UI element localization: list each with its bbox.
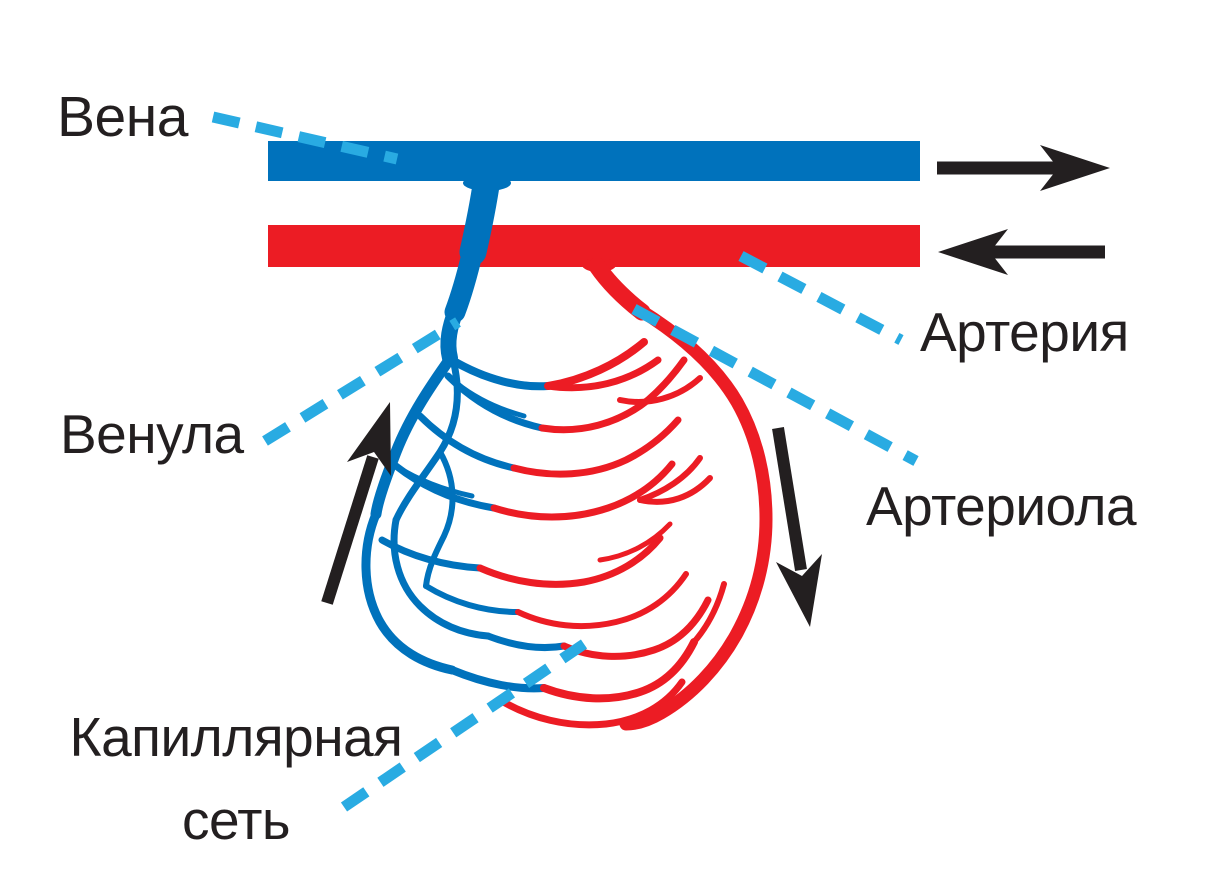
capillary-network-label-line1: Капиллярная bbox=[69, 706, 403, 768]
callout-line-venule bbox=[262, 317, 461, 446]
vein-flow-arrow-right bbox=[937, 145, 1110, 191]
arteriole-flow-arrow-down bbox=[772, 427, 822, 627]
capillary-network-arterial bbox=[476, 338, 727, 729]
capillary-network-label-line2: сеть bbox=[181, 788, 291, 851]
callout-line-artery bbox=[738, 251, 904, 345]
venule-flow-arrow-up bbox=[321, 402, 391, 605]
venule-vessel bbox=[440, 165, 511, 366]
capillary-network-label: Капиллярная сеть bbox=[40, 696, 432, 861]
capillary-network-venous bbox=[361, 350, 568, 693]
venule-label: Венула bbox=[60, 403, 244, 465]
callout-line-vein bbox=[211, 111, 399, 165]
callout-line-capillary-network bbox=[340, 639, 588, 812]
vein-vessel-bar bbox=[268, 141, 920, 181]
artery-label: Артерия bbox=[920, 301, 1129, 363]
arteriole-label: Артериола bbox=[866, 475, 1137, 537]
callout-line-arteriole bbox=[631, 304, 919, 466]
artery-flow-arrow-left bbox=[938, 229, 1105, 275]
vein-label: Вена bbox=[57, 85, 188, 149]
